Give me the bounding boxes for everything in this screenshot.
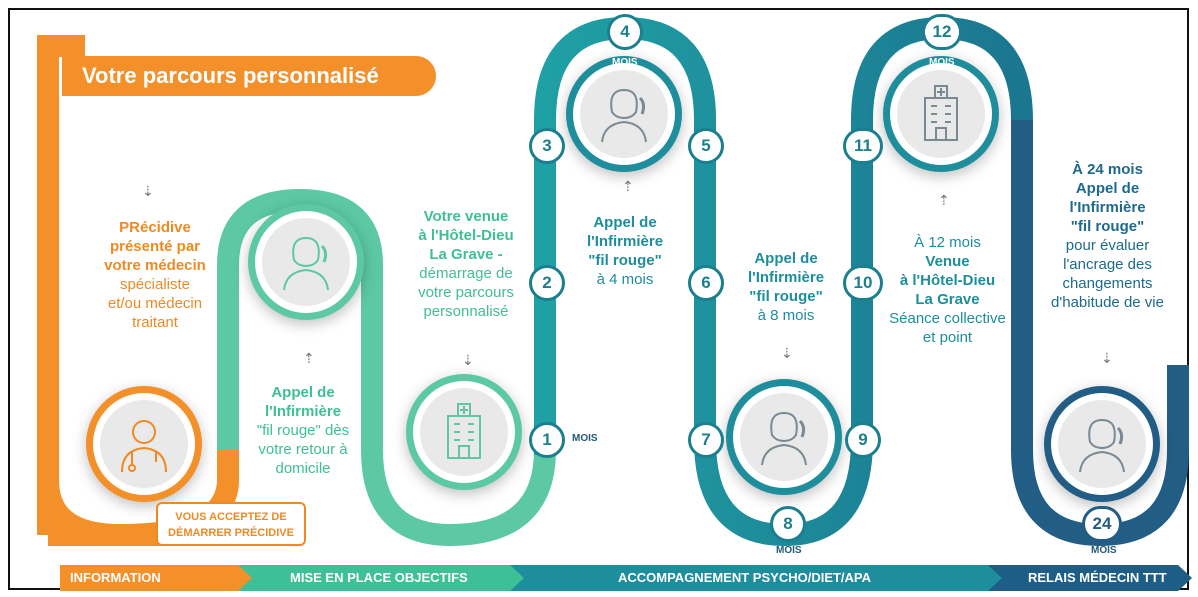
phase-information: INFORMATION <box>70 570 161 585</box>
page-title: Votre parcours personnalisé <box>62 56 436 96</box>
accept-box: VOUS ACCEPTEZ DE DÉMARRER PRÉCIDIVE <box>156 502 306 546</box>
text-call-8: Appel de l'Infirmière "fil rouge" à 8 mo… <box>747 250 825 324</box>
text-nurse-return: Appel de l'Infirmière "fil rouge" dès vo… <box>256 384 350 477</box>
phase-relais: RELAIS MÉDECIN TTT <box>1028 570 1167 585</box>
node-nurse-call-24 <box>1058 400 1146 488</box>
node-nurse-call-8 <box>740 393 828 481</box>
node-nurse-call-4 <box>580 70 668 158</box>
step-badge-11: 11 <box>843 128 883 164</box>
phase-objectifs: MISE EN PLACE OBJECTIFS <box>290 570 468 585</box>
nurse-phone-icon <box>283 236 329 291</box>
step-badge-1: 1 <box>529 422 565 458</box>
step-badge-5: 5 <box>688 128 724 164</box>
step-badge-24: 24 <box>1082 506 1122 542</box>
down-arrow-icon: ⇣ <box>462 352 474 368</box>
mois-label-24: MOIS <box>1091 545 1117 556</box>
text-call-4: Appel de l'Infirmière "fil rouge" à 4 mo… <box>586 214 664 288</box>
step-badge-12: 12 <box>922 14 962 50</box>
node-nurse-call-return <box>262 218 350 306</box>
mois-label-12: MOIS <box>929 57 955 68</box>
down-arrow-icon: ⇣ <box>142 183 154 199</box>
node-doctor <box>100 400 188 488</box>
mois-label-8: MOIS <box>776 545 802 556</box>
phase-relais-bg <box>988 565 1192 591</box>
text-call-24: À 24 mois Appel de l'Infirmière "fil rou… <box>1051 161 1164 311</box>
node-hospital-12 <box>897 70 985 158</box>
step-badge-9: 9 <box>845 422 881 458</box>
phase-information-bg <box>60 565 254 591</box>
down-arrow-icon: ⇣ <box>1101 350 1113 366</box>
step-badge-10: 10 <box>843 265 883 301</box>
mois-label-4: MOIS <box>612 57 638 68</box>
step-badge-3: 3 <box>529 128 565 164</box>
mois-label-1: MOIS <box>572 433 598 444</box>
node-hospital-start <box>420 388 508 476</box>
phase-accompagnement: ACCOMPAGNEMENT PSYCHO/DIET/APA <box>618 570 872 585</box>
step-badge-6: 6 <box>688 265 724 301</box>
up-arrow-icon: ⇡ <box>938 192 950 208</box>
up-arrow-icon: ⇡ <box>303 350 315 366</box>
nurse-phone-icon <box>1079 418 1125 473</box>
nurse-phone-icon <box>601 88 647 143</box>
hospital-icon <box>447 403 481 459</box>
step-badge-2: 2 <box>529 265 565 301</box>
hospital-icon <box>924 85 958 141</box>
phase-accompagnement-bg <box>510 565 1004 591</box>
up-arrow-icon: ⇡ <box>622 178 634 194</box>
nurse-phone-icon <box>761 411 807 466</box>
text-venue-12: À 12 mois Venue à l'Hôtel-Dieu La Grave … <box>889 234 1006 346</box>
phase-objectifs-bg <box>238 565 526 591</box>
track-green <box>217 188 556 547</box>
step-badge-4: 4 <box>607 14 643 50</box>
down-arrow-icon: ⇣ <box>781 345 793 361</box>
text-precidive: PRécidive présenté par votre médecin spé… <box>104 219 206 331</box>
doctor-icon <box>121 420 167 473</box>
text-venue: Votre venue à l'Hôtel-Dieu La Grave - dé… <box>418 208 514 320</box>
step-badge-7: 7 <box>688 422 724 458</box>
step-badge-8: 8 <box>770 506 806 542</box>
